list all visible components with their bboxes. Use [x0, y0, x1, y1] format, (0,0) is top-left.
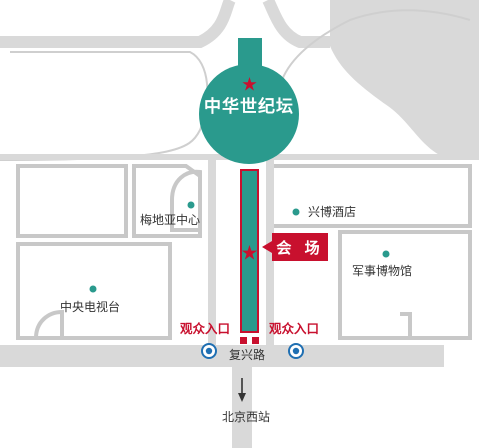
entrance-marker-left	[240, 337, 247, 344]
south-arrow-icon	[238, 378, 246, 402]
subway-icon-left	[201, 343, 217, 359]
destination-label: 北京西站	[222, 410, 271, 424]
entrance-label-right: 观众入口	[269, 321, 320, 336]
fuxing-road	[0, 345, 444, 367]
military-museum-dot	[382, 250, 390, 258]
block-cctv	[16, 242, 172, 340]
entrance-marker-right	[252, 337, 259, 344]
landmark-label-meidiya: 梅地亚中心	[140, 213, 201, 227]
meidiya-dot	[187, 201, 195, 209]
xingbo-dot	[292, 208, 300, 216]
road-label-fuxing: 复兴路	[229, 348, 266, 362]
park-outline	[0, 51, 209, 161]
block-right-corner	[400, 312, 412, 338]
century-altar-circle	[199, 64, 299, 164]
landmark-label-cctv: 中央电视台	[60, 300, 121, 314]
block-right-bottom	[338, 230, 472, 340]
arch-meidiya	[170, 169, 202, 232]
landmark-label-military-museum: 军事博物馆	[352, 264, 413, 278]
venue-star-icon	[241, 245, 258, 260]
subway-icon-right	[288, 343, 304, 359]
park-outline-right	[281, 9, 471, 81]
entrance-label-left: 观众入口	[180, 321, 231, 336]
venue-pointer	[262, 241, 272, 253]
top-star-icon	[242, 77, 257, 91]
top-right-block	[330, 0, 479, 158]
cctv-dot	[89, 285, 97, 293]
axis-road-right	[266, 160, 274, 345]
upper-ring-road	[0, 0, 330, 48]
block-left	[16, 164, 128, 238]
venue-tag: 会 场	[272, 233, 328, 261]
center-title: 中华世纪坛	[204, 97, 294, 117]
venue-outline	[240, 169, 259, 333]
landmark-label-xingbo: 兴博酒店	[308, 205, 357, 219]
axis-road-left	[208, 160, 216, 345]
block-right-top	[268, 164, 472, 228]
arch-cctv	[34, 309, 64, 339]
south-road	[232, 367, 252, 448]
